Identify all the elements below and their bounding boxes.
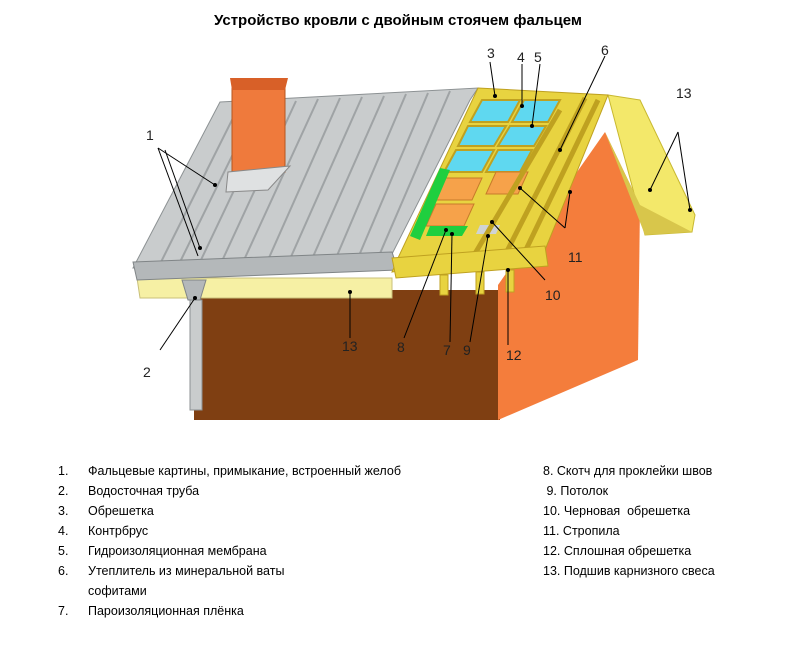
legend-item: 11. Стропила [543, 524, 620, 538]
page-title: Устройство кровли с двойным стоячем фаль… [213, 12, 582, 29]
roof-diagram: 1 2 3 4 5 6 13 11 10 13 8 7 9 12 [132, 42, 696, 420]
legend-text: Фальцевые картины, примыкание, встроенны… [88, 464, 401, 478]
leader-lines [157, 55, 691, 351]
legend-num: 6. [58, 564, 69, 578]
legend-item: 2. Водосточная труба [58, 481, 401, 501]
chimney-top [230, 78, 288, 90]
legend-item: 4. Контрбрус [58, 521, 401, 541]
membrane-panels [442, 99, 562, 173]
legend-num: 2. [58, 484, 69, 498]
legend-item-continuation: софитами [58, 581, 401, 601]
legend-item: 9. Потолок [543, 484, 609, 498]
callout-5: 5 [534, 49, 542, 65]
callout-11: 11 [568, 249, 583, 265]
gable-overhang-underside [605, 132, 692, 235]
legend-num: 7. [58, 604, 69, 618]
legend-item: 8. Скотч для проклейки швов [543, 464, 713, 478]
callout-12: 12 [506, 347, 522, 363]
legend-text: софитами [88, 584, 147, 598]
house-wall [194, 290, 500, 420]
legend-text: Водосточная труба [88, 484, 200, 498]
callout-13-gable: 13 [676, 85, 692, 101]
callout-1: 1 [146, 127, 154, 143]
legend-item: 10. Черновая обрешетка [543, 504, 691, 518]
legend-text: Гидроизоляционная мембрана [88, 544, 267, 558]
downpipe [189, 299, 203, 411]
gable-wall [498, 132, 640, 420]
legend-item: 7. Пароизоляционная плёнка [58, 601, 401, 621]
legend-text: Обрешетка [88, 504, 154, 518]
chimney-flashing [225, 165, 292, 193]
legend-text: Утеплитель из минеральной ваты [88, 564, 285, 578]
legend-num [58, 581, 88, 601]
callout-6: 6 [601, 42, 609, 58]
legend-right: 8. Скотч для проклейки швов 9. Потолок 1… [543, 461, 715, 581]
legend-item: 6. Утеплитель из минеральной ваты [58, 561, 401, 581]
leader-tips [193, 94, 692, 300]
legend-num: 3. [58, 504, 69, 518]
callout-2: 2 [143, 364, 151, 380]
downpipe-funnel [181, 279, 207, 301]
legend-num: 4. [58, 524, 69, 538]
callout-13-eave: 13 [342, 338, 358, 354]
callout-10: 10 [545, 287, 561, 303]
callout-4: 4 [517, 49, 525, 65]
rough-battens [391, 245, 549, 279]
legend-num: 5. [58, 544, 69, 558]
legend-item: 12. Сплошная обрешетка [543, 544, 692, 558]
rafters [467, 96, 601, 267]
legend-left: 1. Фальцевые картины, примыкание, встроен… [58, 461, 401, 621]
legend-text: Контрбрус [88, 524, 149, 538]
callout-9: 9 [463, 342, 471, 358]
eave-soffit [136, 277, 393, 299]
legend-num: 1. [58, 464, 69, 478]
legend-item: 3. Обрешетка [58, 501, 401, 521]
legend-item: 1. Фальцевые картины, примыкание, встроен… [58, 461, 401, 481]
legend-item: 5. Гидроизоляционная мембрана [58, 541, 401, 561]
legend-item: 13. Подшив карнизного свеса [543, 564, 715, 578]
vapor-barrier [410, 168, 450, 240]
legend-text: Пароизоляционная плёнка [88, 604, 244, 618]
callout-8: 8 [397, 339, 405, 355]
chimney [231, 87, 286, 177]
callout-3: 3 [487, 45, 495, 61]
callout-7: 7 [443, 342, 451, 358]
